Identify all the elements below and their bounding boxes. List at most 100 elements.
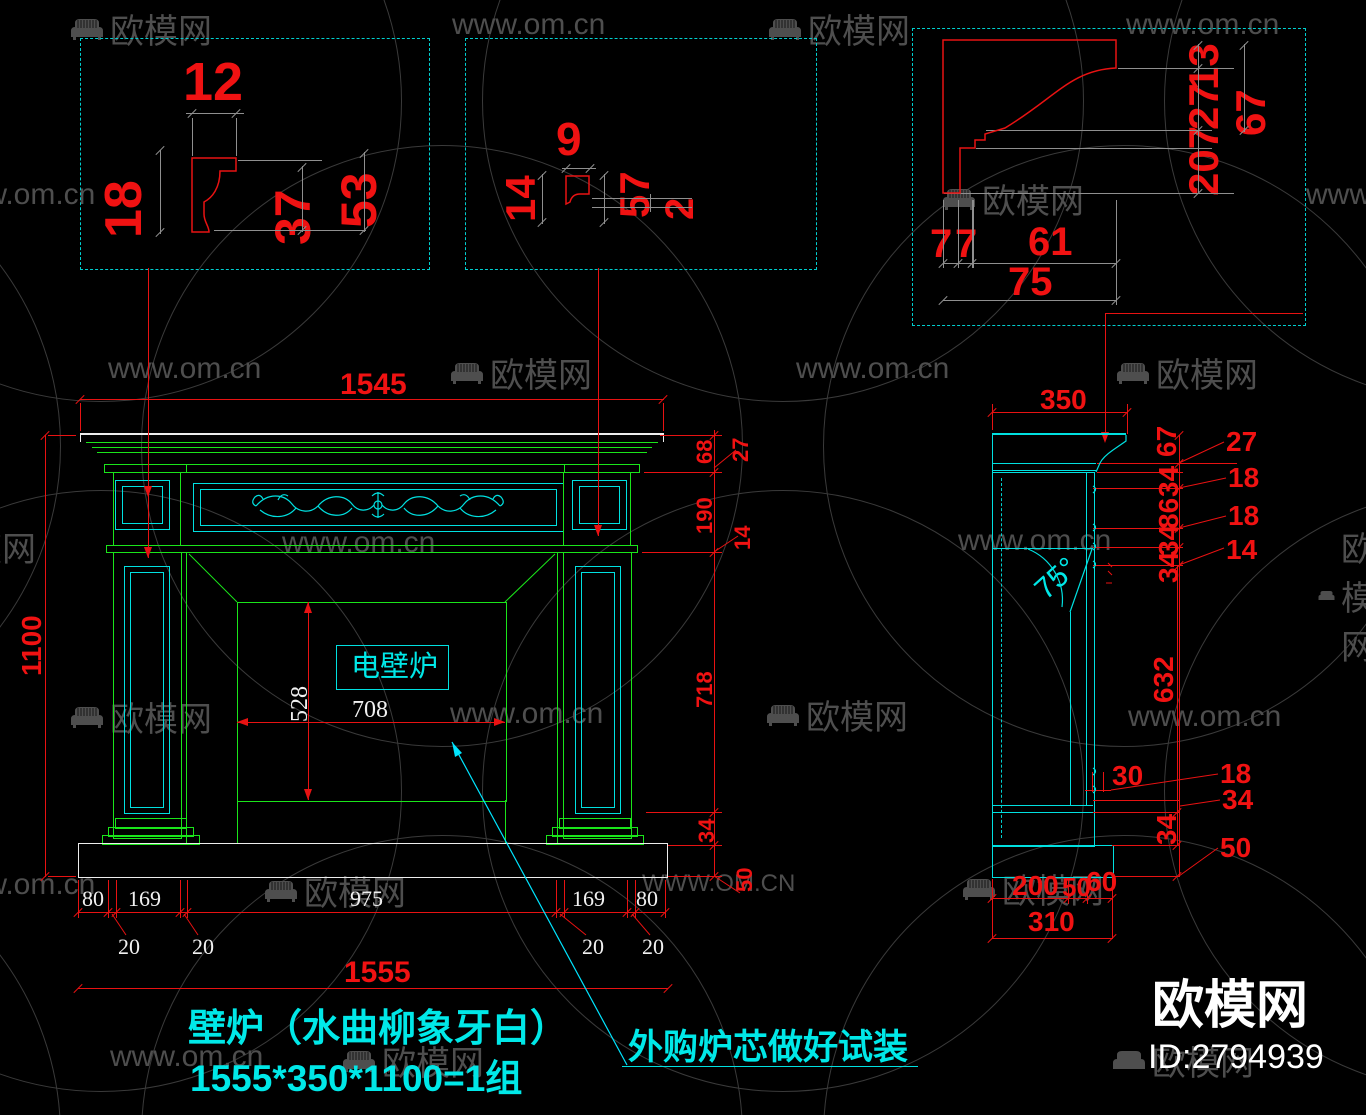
watermark: www.om.cn — [1126, 8, 1279, 42]
watermark-brand: 欧模网 — [808, 13, 910, 51]
cornice-band — [104, 464, 640, 465]
sofa-icon — [71, 18, 103, 40]
leader-arrow — [144, 547, 152, 558]
watermark-url: www.om.cn — [1128, 700, 1282, 733]
dim-line — [943, 263, 1116, 264]
molding-profile-2 — [565, 175, 590, 206]
side-body-inner — [1086, 472, 1087, 805]
side-shelf-line — [992, 812, 1093, 813]
dim-label: 169 — [128, 886, 161, 911]
arrow-up — [304, 602, 312, 613]
sofa-icon — [265, 880, 297, 902]
mantel-edge — [80, 433, 81, 442]
dim-label: 20 — [642, 934, 664, 959]
dim-line-bottom — [78, 912, 666, 913]
dim-label: 1555 — [344, 956, 411, 989]
watermark: 欧模网 — [70, 692, 212, 741]
foot-step — [108, 827, 194, 837]
sofa-icon — [767, 704, 799, 726]
dim-line — [160, 150, 161, 234]
ext-line — [564, 880, 565, 918]
side-profile-lines — [1027, 435, 1127, 794]
arrow-left — [237, 718, 248, 726]
dim-chain-side — [1179, 435, 1180, 877]
watermark-url: www.om.cn — [958, 524, 1112, 557]
detail-box-3 — [912, 28, 1306, 326]
dim-line — [943, 300, 1116, 301]
dim-line-side-bottom — [992, 898, 1112, 899]
dim-line-632 — [1177, 565, 1178, 845]
dim-label: 708 — [352, 697, 388, 723]
side-shelf-top — [992, 433, 1126, 435]
dim-line-708 — [237, 722, 505, 723]
site-logo-id: ID:2794939 — [1148, 1038, 1324, 1076]
watermark: www.om.cn — [958, 524, 1111, 558]
watermark-url: www.om.cn — [0, 178, 96, 211]
ext-line — [660, 435, 722, 436]
watermark: www.om.cn — [796, 352, 949, 386]
watermark: www.om.cn — [110, 1040, 263, 1074]
note-underline — [622, 1066, 918, 1067]
ledge-line — [106, 545, 638, 546]
note-title: 壁炉（水曲柳象牙白） — [188, 1008, 569, 1050]
ext-line — [48, 435, 76, 436]
watermark-url: www.om.cn — [452, 8, 606, 41]
ext-line — [642, 552, 722, 553]
dim-label: 34 — [1222, 784, 1254, 815]
ext-line — [1103, 772, 1104, 792]
cornice-band — [104, 472, 640, 473]
dim-label: 20 — [118, 934, 140, 959]
sofa-icon — [343, 1050, 375, 1072]
dim-label: 169 — [572, 886, 605, 911]
side-shelf-line — [992, 470, 1096, 471]
side-plinth — [992, 845, 1114, 878]
dim-line — [1198, 44, 1199, 194]
watermark-brand: 欧模网 — [982, 183, 1084, 221]
leader-arrow — [594, 525, 602, 536]
note-leader — [451, 741, 628, 1066]
watermark-brand: 欧模网 — [1152, 1045, 1254, 1083]
ext-line — [992, 404, 993, 430]
watermark: www.om.cn — [0, 178, 95, 212]
dim-label: 27 — [1226, 426, 1258, 457]
foot-step — [552, 827, 638, 837]
watermark-brand: 欧模网 — [382, 1045, 484, 1083]
dim-line-1545 — [80, 399, 664, 400]
dim-line — [604, 174, 605, 224]
ext-line — [1112, 876, 1180, 877]
ext-line — [1116, 200, 1117, 305]
sofa-icon — [451, 362, 483, 384]
ext-line — [627, 880, 628, 918]
watermark: www.om.cn — [1306, 178, 1366, 212]
ext-line — [1068, 879, 1069, 904]
detail-box-2 — [465, 38, 817, 270]
surround-edge — [186, 552, 187, 843]
frieze-panel-inner — [200, 489, 557, 526]
ext-line — [1127, 404, 1128, 434]
watermark: 欧模网 — [768, 4, 910, 53]
ext-line — [192, 118, 193, 156]
ext-line — [78, 880, 79, 918]
pilaster-edge — [630, 472, 631, 545]
dim-line-1555 — [78, 988, 668, 989]
firebox-chamfers — [188, 553, 556, 603]
band-cap — [564, 464, 565, 473]
dim-label: 7 — [955, 222, 978, 266]
watermark-brand: 欧模网 — [806, 699, 908, 737]
dim-line — [650, 194, 651, 212]
leader-line — [1105, 313, 1106, 435]
ext-line — [976, 148, 1212, 149]
firebox-opening — [237, 602, 507, 802]
dim-label: 50 — [1220, 832, 1252, 863]
dim-line — [302, 166, 303, 232]
watermark-circle — [141, 145, 743, 747]
ext-line — [1093, 488, 1183, 489]
firebox-label: 电壁炉 — [351, 651, 439, 683]
ext-line — [1118, 68, 1234, 69]
foot-step — [546, 835, 644, 845]
ledge-line — [106, 552, 638, 553]
dim-line — [1244, 44, 1245, 132]
ext-line — [1093, 528, 1183, 529]
